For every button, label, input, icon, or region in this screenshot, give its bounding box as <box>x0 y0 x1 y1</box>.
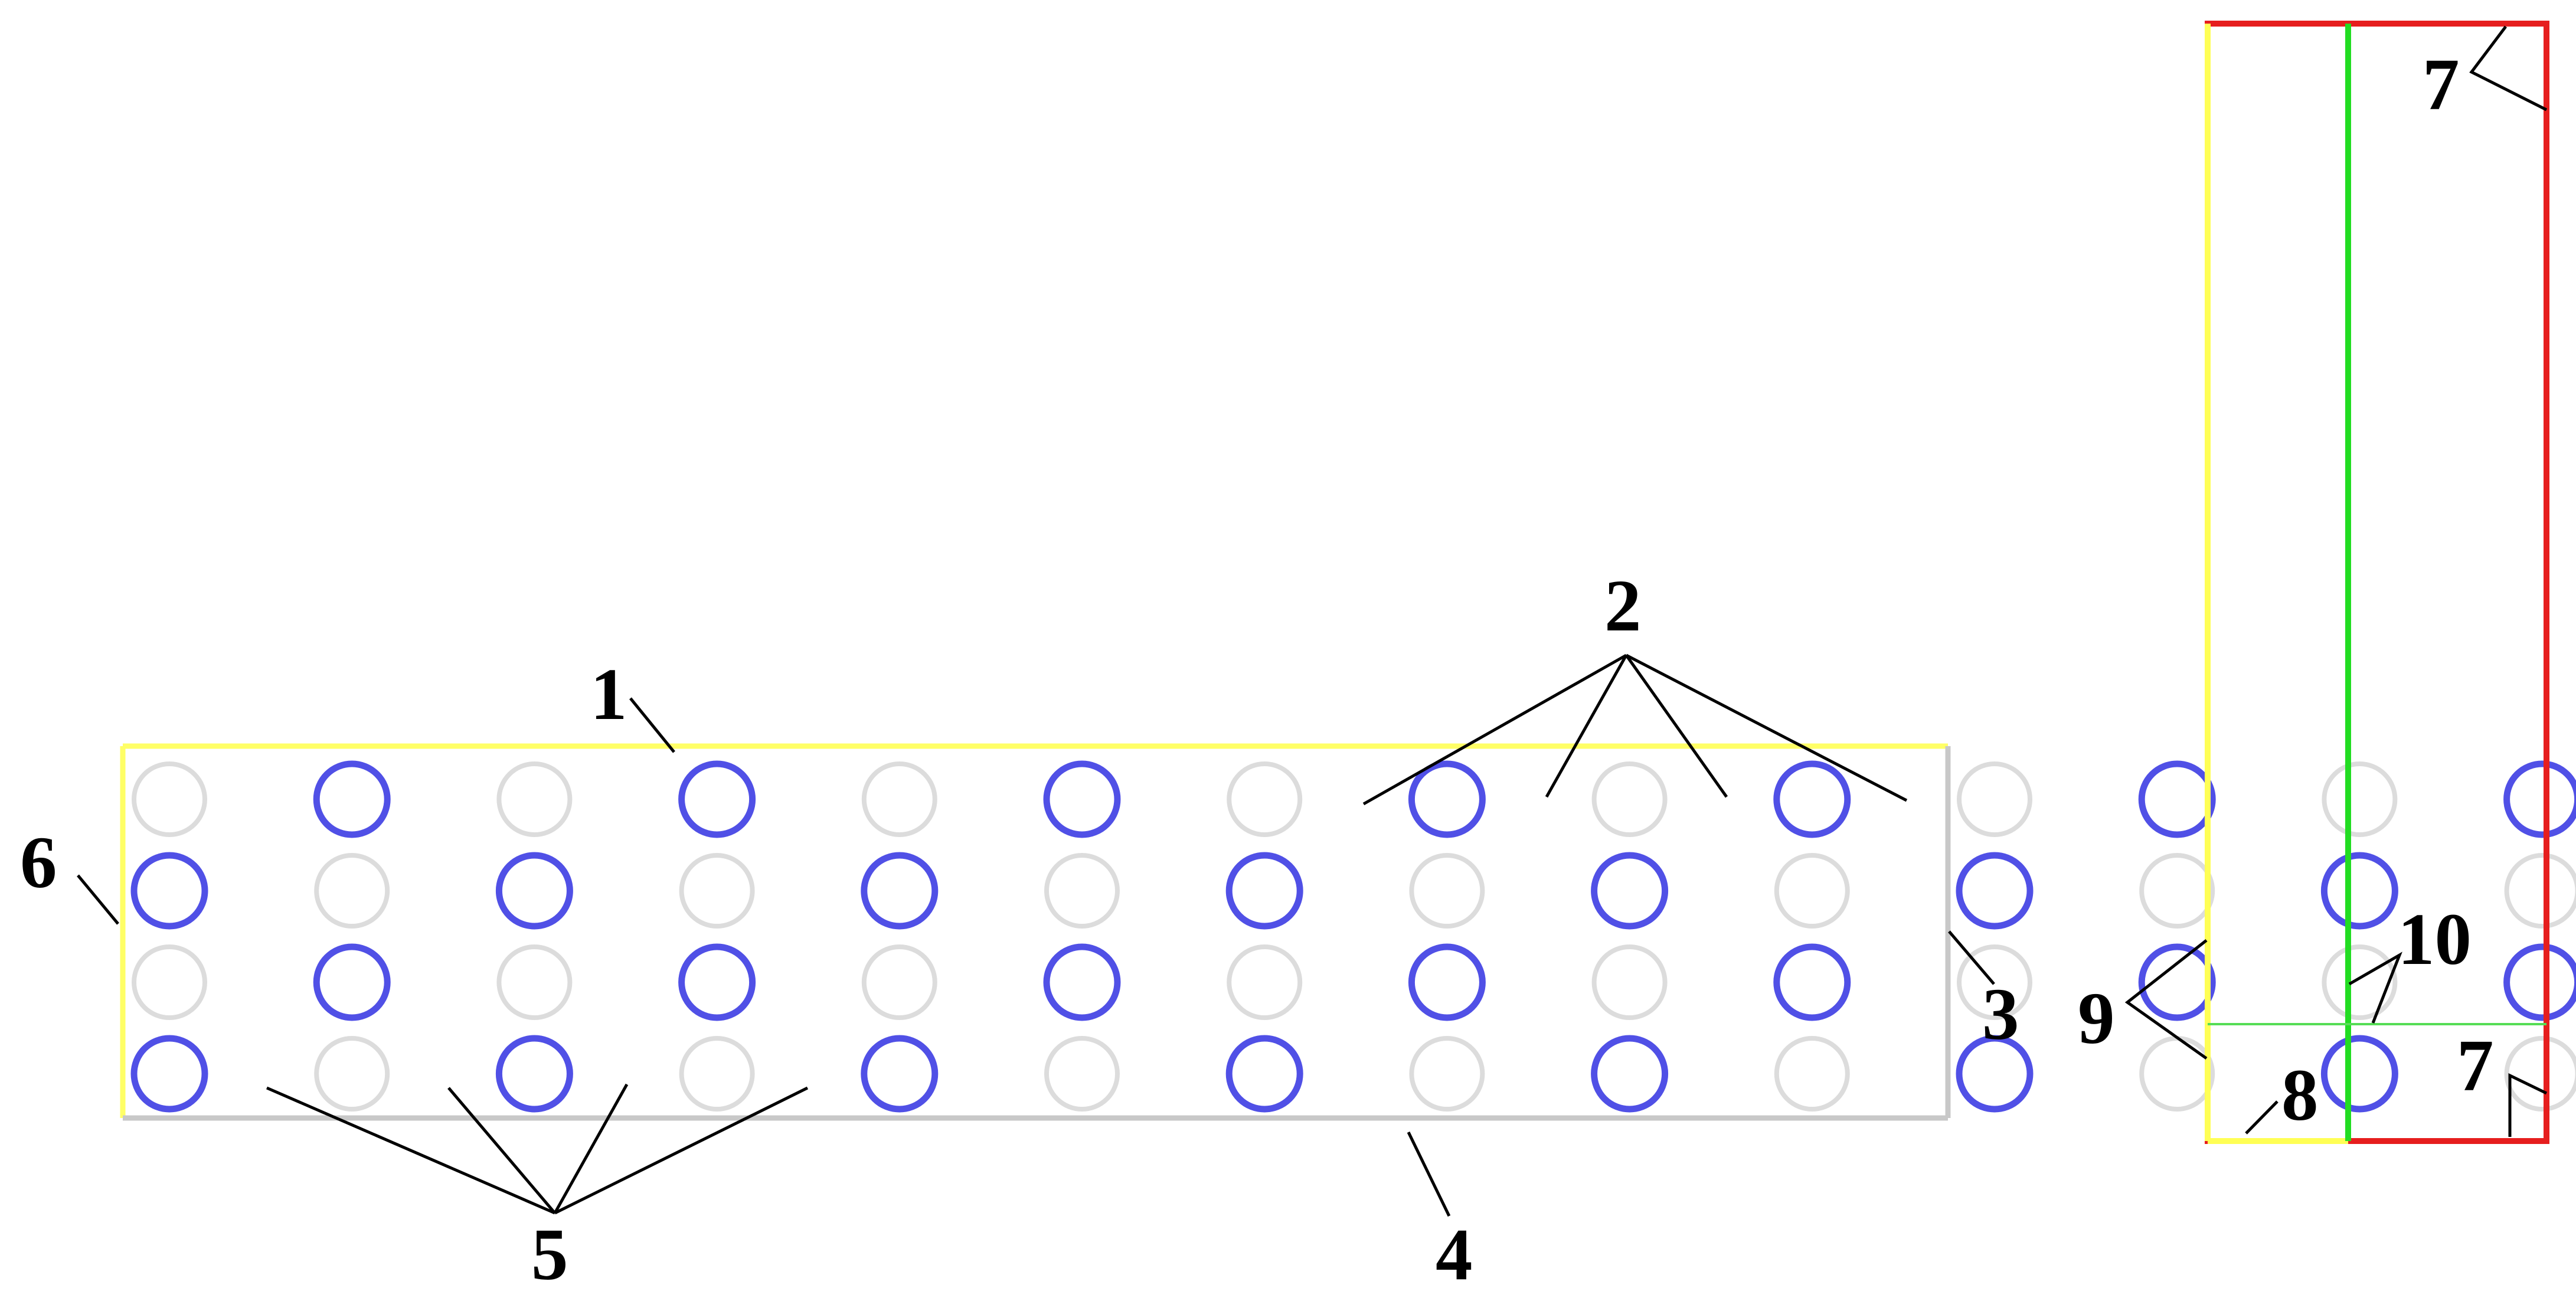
hole-active <box>1773 760 1851 838</box>
hole-active <box>1043 760 1121 838</box>
callout-10: 10 <box>2398 899 2472 980</box>
hole-active <box>313 943 391 1021</box>
hole-active <box>1225 852 1303 930</box>
callout-7-bottom: 7 <box>2457 1025 2494 1107</box>
callout-9: 9 <box>2078 978 2115 1060</box>
leader-5d <box>554 1086 809 1215</box>
hole-inactive <box>1774 1036 1850 1112</box>
hole-inactive <box>132 944 207 1020</box>
hole-active <box>1591 852 1669 930</box>
hole-inactive <box>2322 944 2398 1020</box>
hole-active <box>861 852 939 930</box>
hole-inactive <box>1044 853 1120 929</box>
leader-8 <box>2245 1100 2278 1135</box>
hole-active <box>1408 760 1486 838</box>
hole-active <box>130 852 208 930</box>
hole-active <box>313 760 391 838</box>
hole-inactive <box>1409 853 1485 929</box>
hole-active <box>1225 1035 1303 1113</box>
hole-active <box>2503 943 2576 1021</box>
section-view <box>2205 21 2549 1144</box>
hole-active <box>2138 760 2216 838</box>
hole-inactive <box>314 853 390 929</box>
hole-active <box>861 1035 939 1113</box>
hole-active <box>1408 943 1486 1021</box>
leader-7a <box>2469 25 2548 112</box>
hole-inactive <box>1957 761 2032 837</box>
hole-active <box>1591 1035 1669 1113</box>
leader-5c <box>553 1083 629 1214</box>
leader-6 <box>77 874 119 925</box>
hole-inactive <box>1227 944 1303 1020</box>
hole-inactive <box>861 761 937 837</box>
hole-inactive <box>2322 761 2398 837</box>
callout-6: 6 <box>20 822 57 904</box>
hole-active <box>1773 943 1851 1021</box>
hole-active <box>678 943 756 1021</box>
leader-3 <box>1948 930 1995 985</box>
callout-4: 4 <box>1436 1214 1473 1296</box>
hole-active <box>2503 760 2576 838</box>
hole-inactive <box>861 944 937 1020</box>
hole-inactive <box>496 944 573 1020</box>
hole-inactive <box>1409 1036 1485 1112</box>
hole-active <box>1956 852 2034 930</box>
panel-front-view <box>120 743 2576 1121</box>
hole-inactive <box>679 1036 755 1112</box>
leader-9 <box>2124 939 2208 1060</box>
hole-inactive <box>2139 1036 2215 1112</box>
hole-inactive <box>496 761 573 837</box>
hole-inactive <box>132 761 207 837</box>
hole-active <box>2138 943 2216 1021</box>
hole-active <box>2320 1035 2398 1113</box>
hole-inactive <box>2504 853 2576 929</box>
hole-active <box>678 760 756 838</box>
leader-2b <box>1545 654 1628 798</box>
hole-inactive <box>1591 761 1668 837</box>
callouts: 1 2 3 4 5 6 7 7 8 9 10 <box>20 44 2494 1296</box>
hole-inactive <box>2504 1036 2576 1112</box>
hole-active <box>495 852 573 930</box>
leader-4 <box>1407 1131 1451 1217</box>
callout-8: 8 <box>2281 1055 2319 1136</box>
leader-5a <box>266 1086 555 1215</box>
leader-7b <box>2508 1073 2548 1137</box>
hole-inactive <box>1044 1036 1120 1112</box>
leader-2c <box>1624 654 1728 798</box>
leader-lines <box>77 25 2548 1217</box>
circle-grid <box>130 760 2576 1113</box>
leader-2a <box>1362 653 1627 806</box>
callout-7-top: 7 <box>2423 44 2460 126</box>
hole-inactive <box>314 1036 390 1112</box>
hole-inactive <box>2139 853 2215 929</box>
leader-10 <box>2348 952 2402 1024</box>
callout-3: 3 <box>1982 974 2019 1055</box>
hole-active <box>1043 943 1121 1021</box>
hole-active <box>130 1035 208 1113</box>
callout-1: 1 <box>590 654 627 736</box>
leader-2d <box>1625 653 1908 802</box>
leader-1 <box>629 697 675 753</box>
hole-inactive <box>1591 944 1668 1020</box>
hole-inactive <box>1227 761 1303 837</box>
hole-active <box>1956 1035 2034 1113</box>
section-outer-frame <box>2205 21 2549 1144</box>
hole-inactive <box>679 853 755 929</box>
hole-active <box>2320 852 2398 930</box>
callout-2: 2 <box>1604 565 1642 647</box>
hole-inactive <box>1957 944 2032 1020</box>
callout-5: 5 <box>531 1214 568 1296</box>
leader-5b <box>447 1087 556 1214</box>
hole-inactive <box>1774 853 1850 929</box>
hole-active <box>495 1035 573 1113</box>
